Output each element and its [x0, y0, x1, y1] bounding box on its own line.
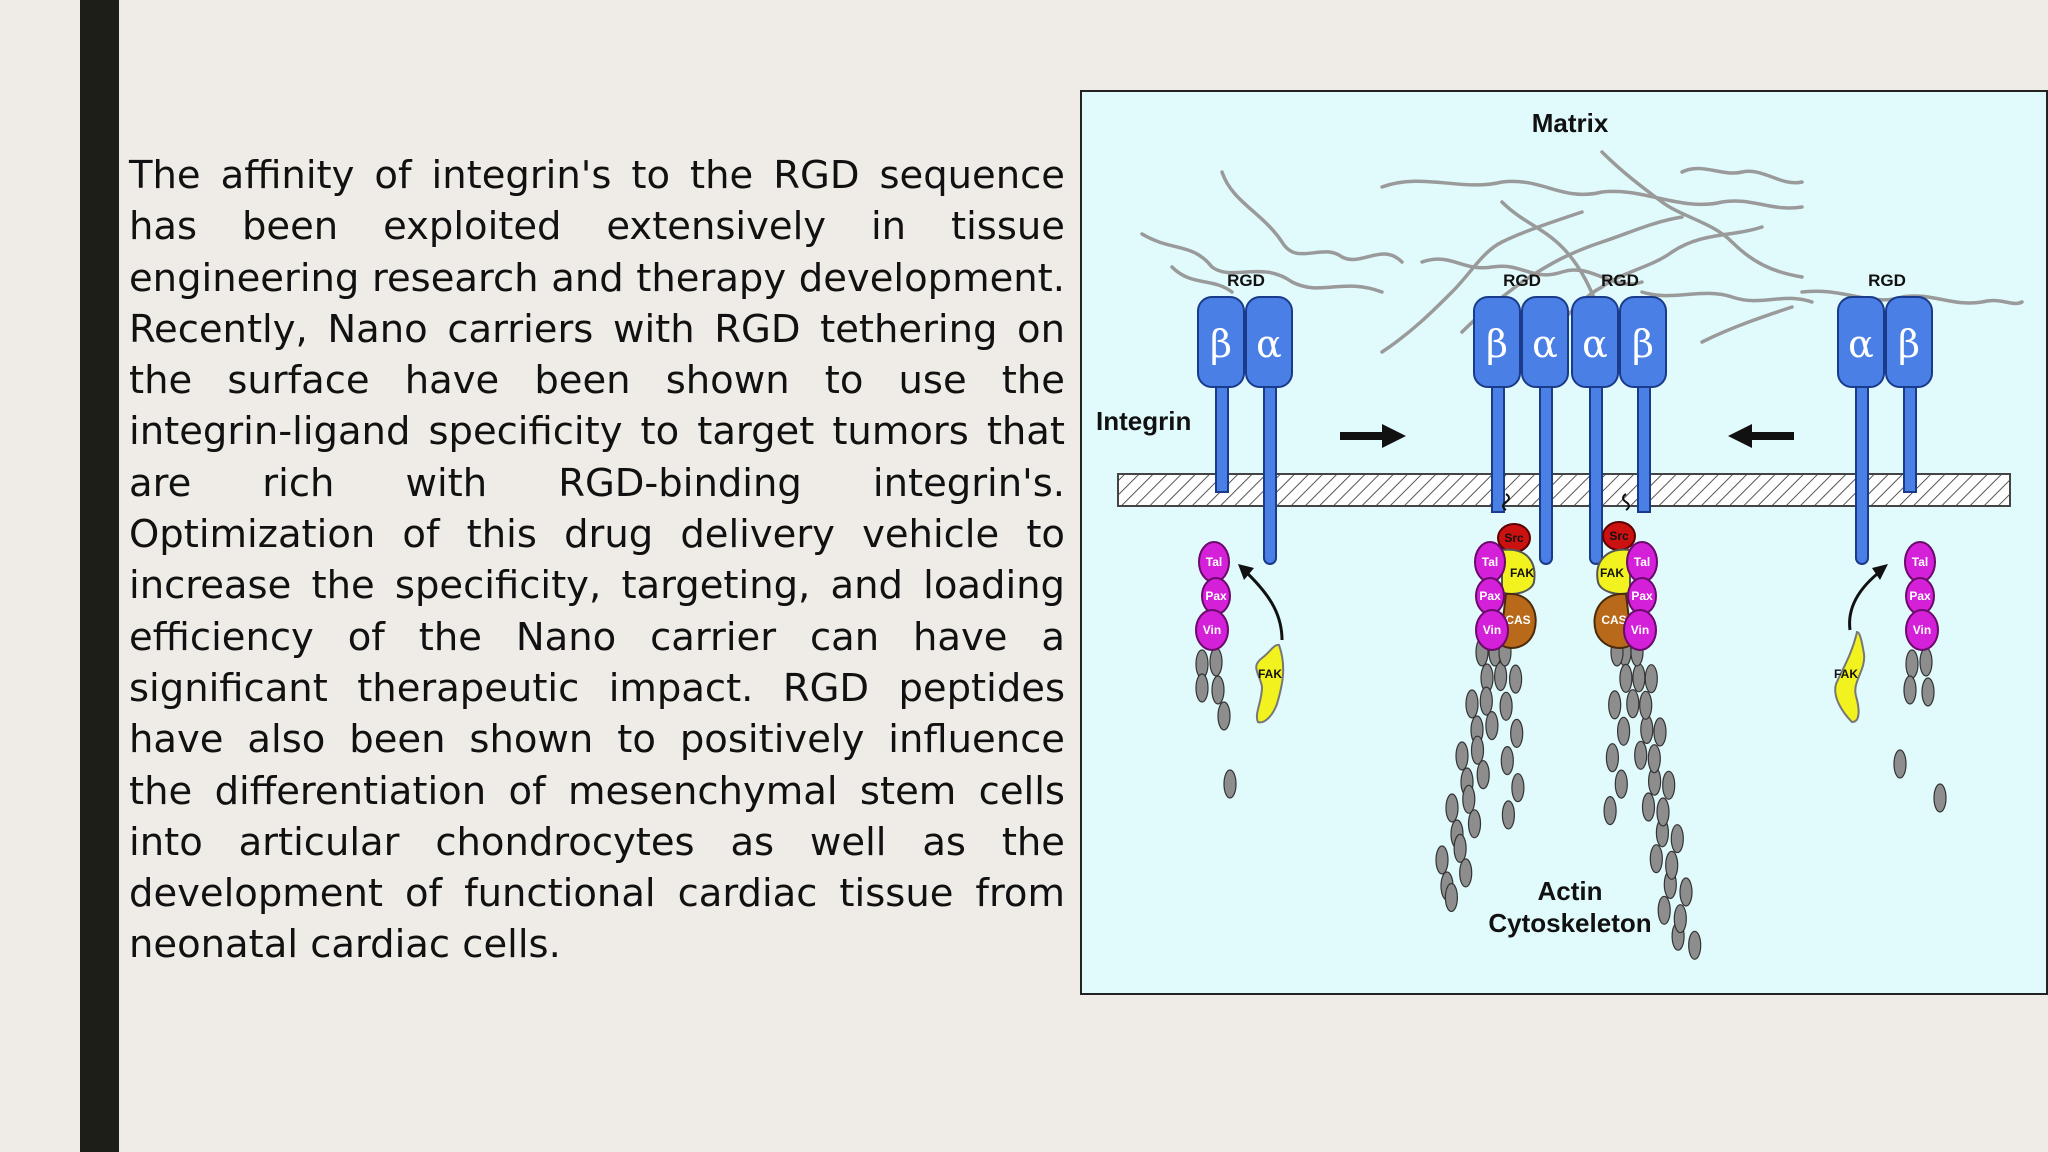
actin-monomer	[1616, 716, 1631, 746]
alpha-label-3: α	[1582, 322, 1608, 366]
actin-monomer	[1445, 793, 1459, 823]
actin-monomer	[1653, 717, 1667, 747]
actin-monomer	[1644, 664, 1658, 694]
actin-monomer	[1649, 844, 1663, 874]
beta-label-4: β	[1898, 322, 1920, 366]
vin-label-3: Vin	[1631, 623, 1649, 637]
actin-monomer	[1632, 663, 1646, 693]
arrow-left-icon	[1728, 424, 1794, 448]
accent-bar	[80, 0, 119, 1152]
actin-monomer	[1670, 824, 1684, 854]
actin-monomer	[1662, 770, 1676, 800]
integrin-center-left: β α	[1473, 296, 1569, 565]
actin-bundles	[1435, 637, 1702, 960]
actin-monomer	[1500, 745, 1514, 776]
adaptor-complex-right: Tal Pax Vin FAK	[1834, 541, 1939, 724]
alpha-label-4: α	[1848, 322, 1874, 366]
actin-monomer	[1501, 800, 1515, 830]
tal-label-4: Tal	[1912, 555, 1928, 569]
actin-monomer	[1462, 784, 1476, 814]
actin-monomer	[1485, 710, 1499, 741]
actin-monomer	[1494, 661, 1508, 692]
matrix-label: Matrix	[1532, 108, 1609, 138]
actin-monomer	[1605, 743, 1620, 773]
integrin-label: Integrin	[1096, 406, 1191, 436]
integrin-right: α β	[1837, 296, 1933, 565]
actin-monomer	[1499, 691, 1513, 721]
actin-monomer	[1656, 797, 1670, 827]
actin-monomer	[1444, 882, 1458, 913]
actin-monomer	[1476, 760, 1490, 790]
actin-monomer	[1673, 904, 1687, 934]
actin-monomer	[1679, 877, 1693, 907]
actin-monomer	[1479, 686, 1493, 716]
actin-monomer	[1465, 689, 1479, 719]
pax-label-2: Pax	[1479, 589, 1501, 603]
actin-monomer	[1603, 795, 1617, 826]
tal-label-1: Tal	[1206, 555, 1222, 569]
cas-label-3: CAS	[1601, 613, 1626, 627]
cas-label-2: CAS	[1505, 613, 1530, 627]
vin-label-1: Vin	[1203, 623, 1221, 637]
actin-monomer	[1470, 735, 1485, 765]
actin-monomer	[1665, 850, 1679, 880]
integrin-diagram: Matrix RGD RGD RGD RGD Integrin	[1080, 90, 2048, 995]
integrin-center-right: α β	[1571, 296, 1667, 565]
focal-complex-center-left: Src FAK CAS Tal Pax Vin	[1474, 493, 1537, 651]
rgd-label-2: RGD	[1503, 271, 1541, 290]
src-label-2: Src	[1504, 531, 1524, 545]
alpha-label-2: α	[1532, 322, 1558, 366]
actin-monomer	[1510, 718, 1524, 749]
actin-monomer	[1634, 740, 1648, 770]
pax-label-1: Pax	[1205, 589, 1227, 603]
integrin-diagram-svg: Matrix RGD RGD RGD RGD Integrin	[1096, 108, 2024, 960]
cell-membrane	[1117, 473, 2011, 507]
rgd-label-1: RGD	[1227, 271, 1265, 290]
pax-label-3: Pax	[1631, 589, 1653, 603]
actin-monomer	[1511, 773, 1525, 803]
adaptor-complex-left: Tal Pax Vin FAK	[1195, 541, 1285, 724]
actin-monomer	[1435, 845, 1449, 875]
actin-monomer	[1509, 664, 1523, 694]
focal-complex-center-right: Src FAK CAS Tal Pax Vin	[1593, 493, 1658, 651]
actin-monomer	[1626, 689, 1640, 719]
matrix-fibers	[1140, 150, 2024, 354]
actin-monomer	[1688, 930, 1702, 960]
fak-label-1: FAK	[1258, 667, 1282, 681]
pax-label-4: Pax	[1909, 589, 1931, 603]
tal-label-3: Tal	[1634, 555, 1650, 569]
fak-label-2: FAK	[1510, 566, 1534, 580]
actin-monomer	[1619, 663, 1633, 694]
beta-label-2: β	[1486, 322, 1508, 366]
fak-label-4: FAK	[1834, 667, 1858, 681]
rgd-label-4: RGD	[1868, 271, 1906, 290]
src-label-3: Src	[1609, 529, 1629, 543]
integrin-left: β α	[1197, 296, 1293, 565]
actin-label-line1: Actin	[1538, 876, 1603, 906]
actin-label-line2: Cytoskeleton	[1488, 908, 1651, 938]
vin-label-2: Vin	[1483, 623, 1501, 637]
arrow-right-icon	[1340, 424, 1406, 448]
actin-monomer	[1614, 769, 1628, 799]
actin-monomer	[1455, 741, 1469, 771]
actin-monomer	[1639, 690, 1653, 720]
body-paragraph: The affinity of integrin's to the RGD se…	[129, 153, 1065, 968]
actin-monomer	[1459, 858, 1473, 888]
actin-monomer	[1647, 744, 1661, 774]
actin-monomer	[1657, 895, 1671, 925]
actin-monomer	[1453, 833, 1467, 864]
vin-label-4: Vin	[1913, 623, 1931, 637]
alpha-label-1: α	[1256, 322, 1282, 366]
beta-label-3: β	[1632, 322, 1654, 366]
fak-label-3: FAK	[1600, 566, 1624, 580]
tal-label-2: Tal	[1482, 555, 1498, 569]
beta-label-1: β	[1210, 322, 1232, 366]
actin-monomer	[1467, 809, 1482, 839]
actin-monomer	[1608, 690, 1622, 720]
actin-filaments	[1195, 647, 1947, 813]
actin-monomer	[1641, 792, 1656, 822]
rgd-label-3: RGD	[1601, 271, 1639, 290]
